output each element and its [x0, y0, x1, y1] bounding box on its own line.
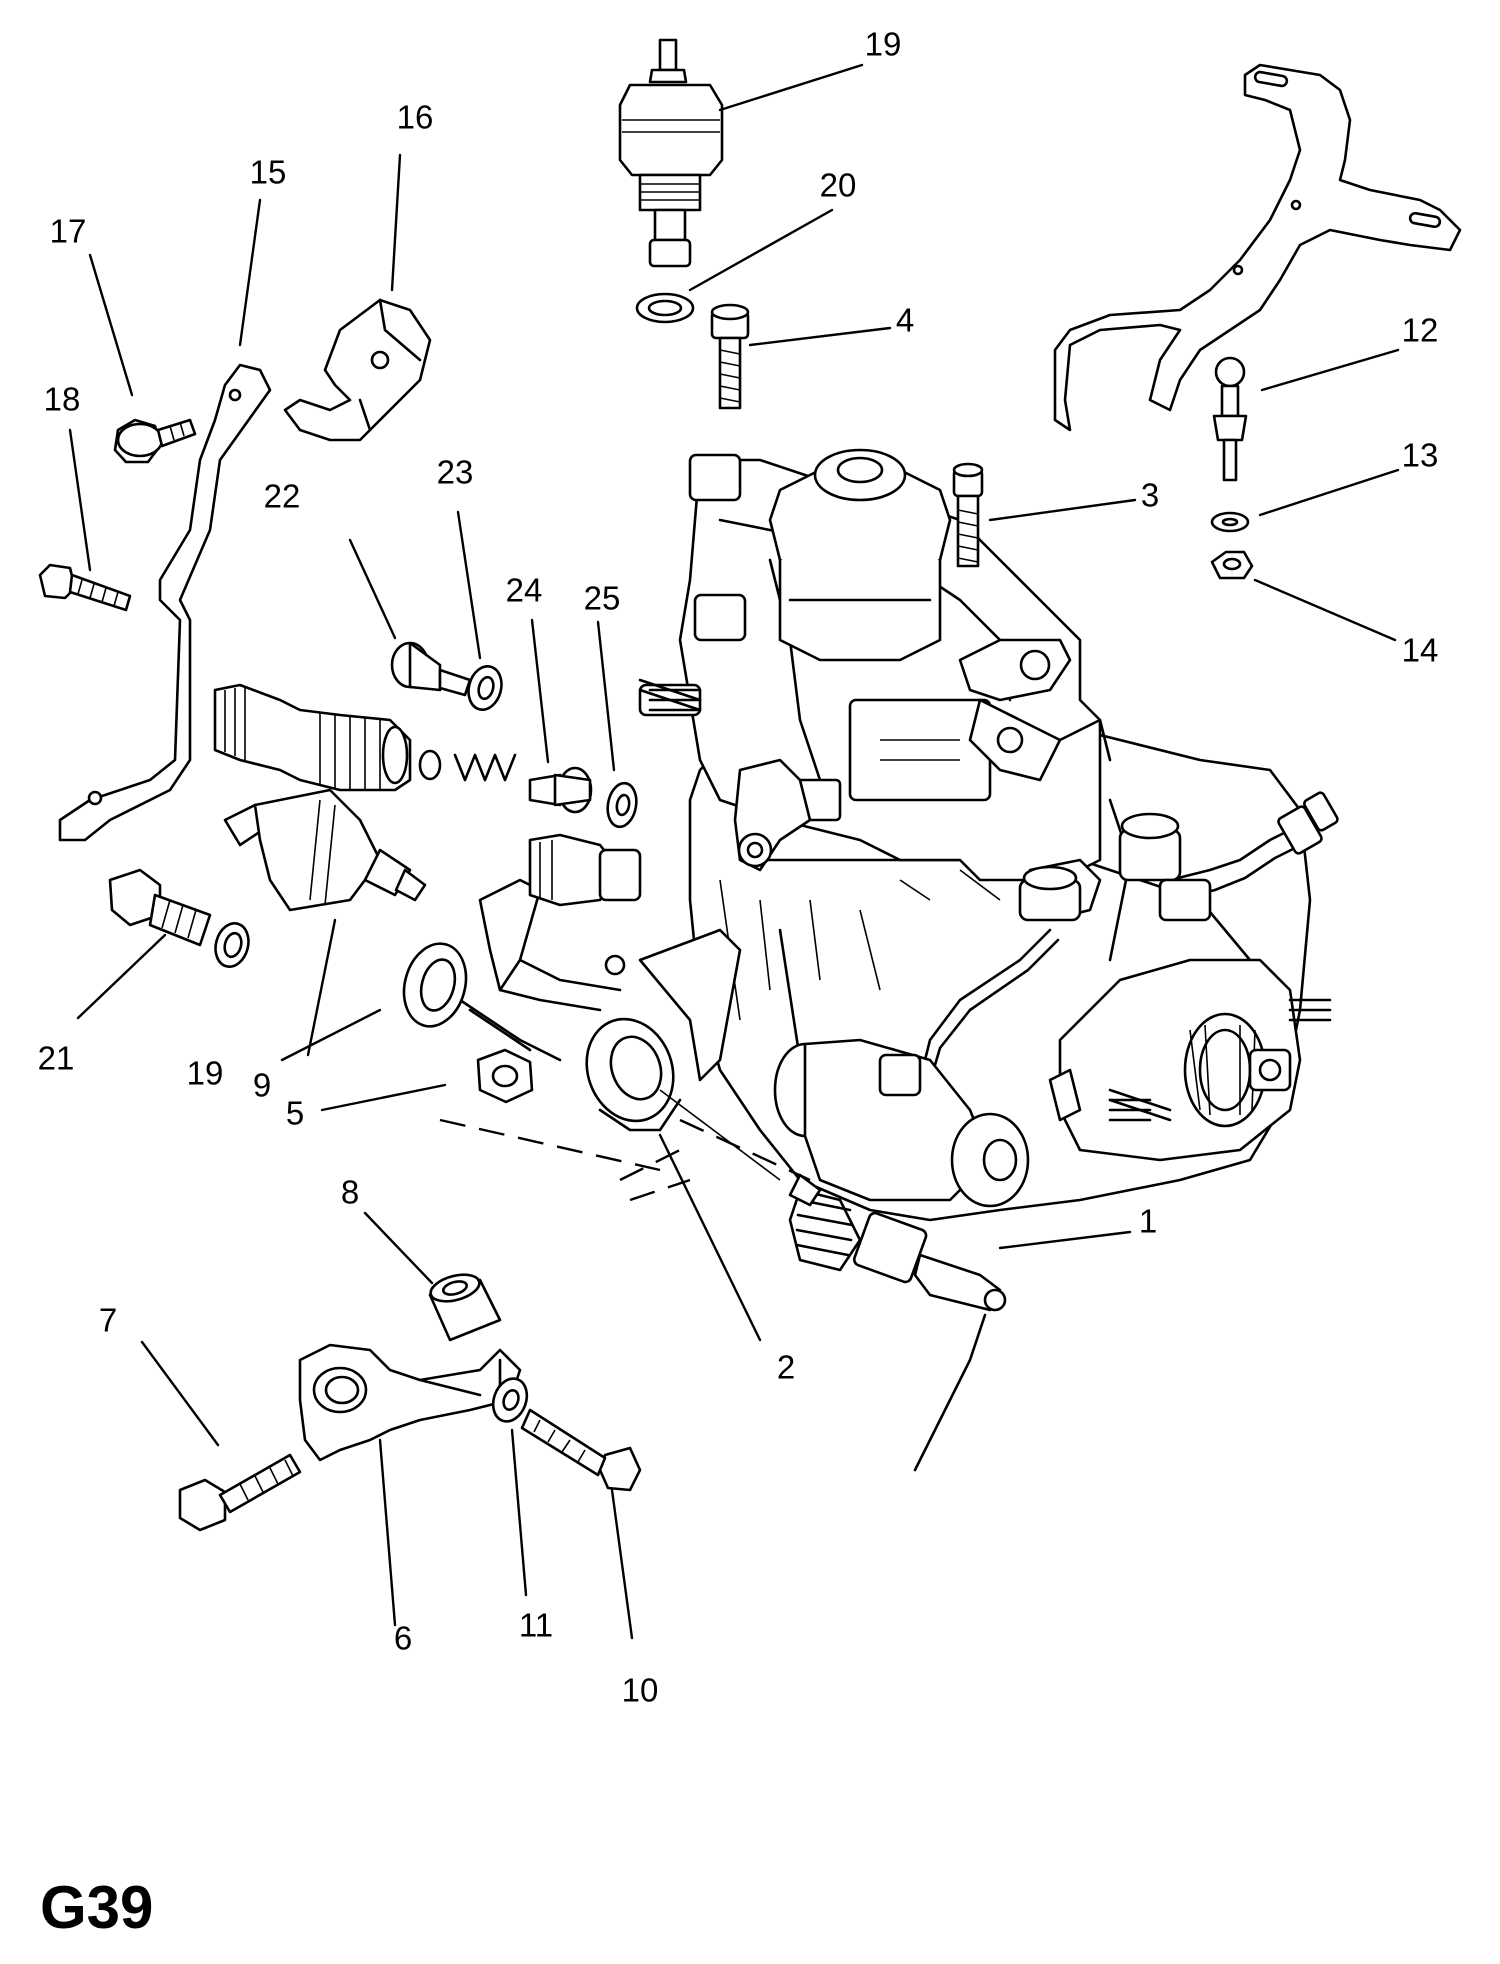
- throttle-lever-assembly: [958, 638, 1112, 782]
- overflow-valve-assembly: [213, 683, 517, 792]
- part-12-ball-stud: [1212, 356, 1248, 482]
- callout-3: 3: [1140, 476, 1160, 514]
- callout-19-top: 19: [864, 25, 902, 63]
- callout-1: 1: [1138, 1202, 1158, 1240]
- callout-2: 2: [776, 1348, 796, 1386]
- cold-start-device: [773, 1038, 1030, 1208]
- callout-25: 25: [583, 579, 621, 617]
- part-22-valve-cap: [390, 641, 472, 697]
- pump-side-studs: [638, 678, 1172, 1122]
- support-bracket: [458, 878, 742, 1082]
- part-9-seal-ring: [402, 942, 468, 1028]
- callout-19-left: 19: [186, 1054, 224, 1092]
- callout-10: 10: [621, 1671, 659, 1709]
- callout-13: 13: [1401, 436, 1439, 474]
- part-5-nut: [476, 1048, 534, 1104]
- part-19-shutoff-solenoid-left: [223, 788, 427, 912]
- lever-bracket-lower: [733, 758, 812, 872]
- part-23-seal-washer: [467, 665, 503, 711]
- callout-16: 16: [396, 98, 434, 136]
- part-13-washer: [1210, 511, 1250, 533]
- callout-7: 7: [98, 1301, 118, 1339]
- callout-9: 9: [252, 1066, 272, 1104]
- part-24-valve-insert: [528, 766, 593, 814]
- part-17-flange-bolt: [113, 418, 197, 464]
- callout-14: 14: [1401, 631, 1439, 669]
- part-6-bracket: [298, 1343, 522, 1462]
- callout-15: 15: [249, 153, 287, 191]
- callout-6: 6: [393, 1619, 413, 1657]
- part-3-bolt: [952, 462, 984, 568]
- part-18-bolt: [38, 563, 132, 612]
- part-2-seal-ring: [585, 1017, 682, 1132]
- distributor-head: [1048, 958, 1332, 1162]
- callout-8: 8: [340, 1173, 360, 1211]
- part-1-temperature-sensor: [788, 1173, 1007, 1472]
- part-4-screw: [710, 303, 750, 410]
- part-7-bolt: [178, 1453, 302, 1532]
- diagram-code: G39: [40, 1874, 154, 1941]
- part-11-washer: [491, 1377, 529, 1423]
- callout-5: 5: [285, 1094, 305, 1132]
- part-19-shutoff-solenoid-top: [618, 38, 724, 268]
- callout-4: 4: [895, 301, 915, 339]
- callout-24: 24: [505, 571, 543, 609]
- part-21-hollow-bolt: [108, 868, 250, 968]
- part-16-clip: [283, 298, 432, 442]
- top-right-bracket: [1053, 63, 1462, 432]
- callout-leader-lines: [68, 63, 1400, 1640]
- callout-12: 12: [1401, 311, 1439, 349]
- diaphragm-dome: [768, 448, 952, 662]
- banjo-fitting: [1118, 812, 1212, 922]
- callout-23: 23: [436, 453, 474, 491]
- part-8-spacer-sleeve: [428, 1273, 502, 1342]
- part-25-washer: [606, 781, 638, 829]
- part-20-washer: [635, 292, 695, 324]
- part-10-bolt: [520, 1408, 642, 1492]
- callout-18: 18: [43, 380, 81, 418]
- callout-11: 11: [518, 1606, 554, 1644]
- pump-inlet-fitting: [528, 833, 642, 907]
- callout-17: 17: [49, 212, 87, 250]
- callout-21: 21: [37, 1039, 75, 1077]
- part-15-mounting-bracket: [58, 363, 272, 842]
- part-14-nut: [1210, 550, 1254, 580]
- callout-22: 22: [263, 477, 301, 515]
- callout-20: 20: [819, 166, 857, 204]
